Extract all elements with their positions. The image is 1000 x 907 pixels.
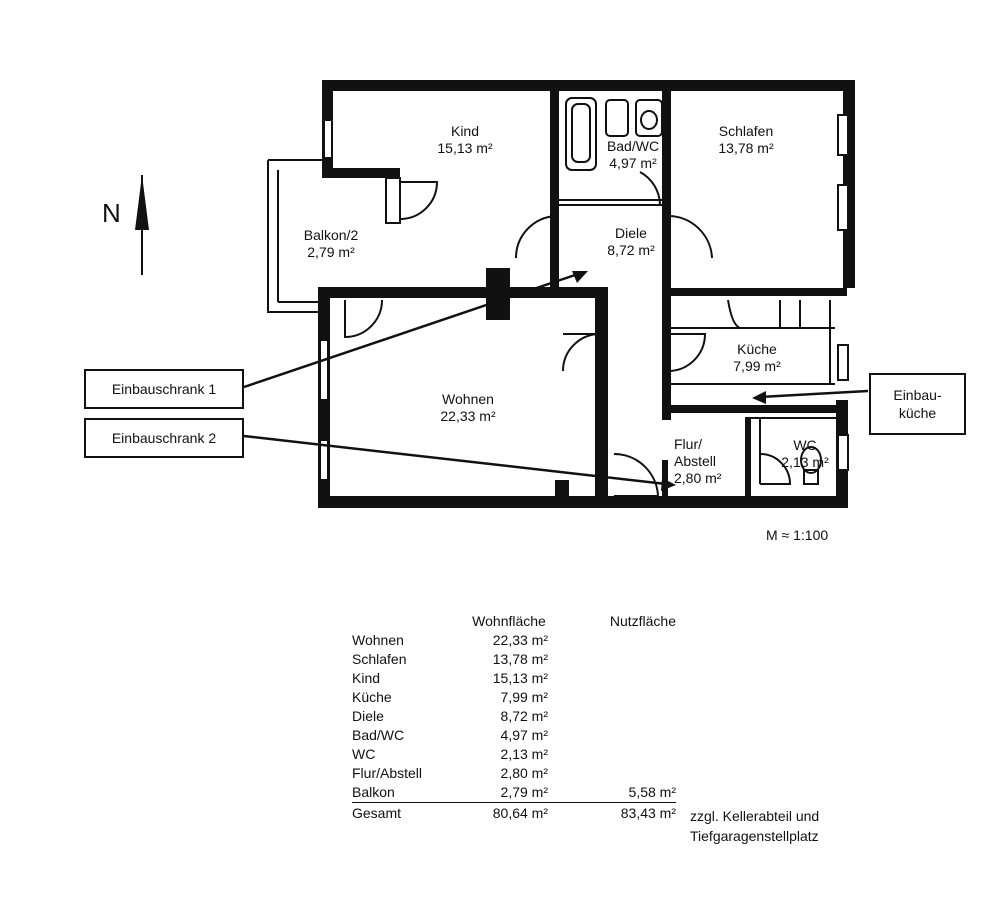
table-note: zzgl. Kellerabteil und Tiefgaragenstellp… [690, 806, 819, 846]
wohnflaeche-cell: 4,97 m² [500, 727, 548, 743]
wohnflaeche-cell: 22,33 m² [492, 632, 548, 648]
room-cell: Wohnen [352, 632, 404, 648]
wohnflaeche-cell: 13,78 m² [492, 651, 548, 667]
nutzflaeche-cell [548, 631, 676, 650]
interior-lines [267, 159, 840, 484]
walls [318, 80, 855, 508]
room-name: Kind [450, 123, 480, 139]
room-cell: Bad/WC [352, 727, 405, 743]
table-row: Küche 7,99 m² [352, 688, 676, 707]
callout-text-line2: küche [898, 405, 937, 421]
nutzflaeche-cell [548, 707, 676, 726]
table-row: Flur/Abstell 2,80 m² [352, 764, 676, 783]
room-label-wc: WC 2,13 m² [770, 437, 840, 471]
north-arrow-icon: N [102, 175, 149, 275]
note-line-1: zzgl. Kellerabteil und [690, 808, 820, 824]
room-cell: Balkon [352, 783, 470, 803]
room-name: Schlafen [718, 123, 774, 139]
callout-text: Einbauschrank 1 [111, 381, 217, 397]
nutzflaeche-cell [548, 688, 676, 707]
doors [344, 171, 792, 497]
nutzflaeche-cell [548, 669, 676, 688]
room-cell: WC [352, 746, 376, 762]
room-label-diele: Diele 8,72 m² [596, 225, 666, 259]
room-label-kind: Kind 15,13 m² [430, 123, 500, 157]
note-line-2: Tiefgaragenstellplatz [690, 828, 819, 844]
room-name: Flur/ Abstell [674, 436, 717, 469]
nutzflaeche-cell [548, 745, 676, 764]
table-row: WC 2,13 m² [352, 745, 676, 764]
table-row: Balkon 2,79 m² 5,58 m² [352, 783, 676, 803]
floor-plan: N [102, 80, 869, 508]
nutzflaeche-cell [548, 764, 676, 783]
nutzflaeche-cell [548, 726, 676, 745]
wohnflaeche-cell: 8,72 m² [500, 708, 548, 724]
room-area: 2,80 m² [674, 470, 722, 486]
room-label-flur: Flur/ Abstell 2,80 m² [674, 436, 744, 487]
wohnflaeche-cell: 15,13 m² [492, 670, 548, 686]
callout-text: Einbauschrank 2 [111, 430, 217, 446]
room-label-schlafen: Schlafen 13,78 m² [706, 123, 786, 157]
room-area: 2,13 m² [781, 454, 829, 470]
callout-text-line1: Einbau- [893, 387, 942, 403]
north-label: N [102, 198, 121, 228]
wohnflaeche-cell: 2,13 m² [500, 746, 548, 762]
table-header-row: Wohnfläche Nutzfläche [352, 612, 676, 631]
room-name: Balkon/2 [303, 227, 359, 243]
room-name: Küche [737, 341, 777, 357]
room-area: 13,78 m² [718, 140, 774, 156]
room-name: Diele [615, 225, 647, 241]
total-label: Gesamt [352, 805, 402, 821]
total-wohnflaeche: 80,64 m² [492, 805, 548, 821]
room-cell: Küche [352, 689, 392, 705]
header-wohnflaeche: Wohnfläche [472, 613, 546, 629]
room-area: 15,13 m² [437, 140, 493, 156]
room-label-balkon: Balkon/2 2,79 m² [294, 227, 368, 261]
room-cell: Diele [352, 708, 384, 724]
table-row: Bad/WC 4,97 m² [352, 726, 676, 745]
table-row: Kind 15,13 m² [352, 669, 676, 688]
room-area: 2,79 m² [307, 244, 355, 260]
area-table: Wohnfläche Nutzfläche Wohnen 22,33 m² Sc… [352, 612, 676, 823]
wohnflaeche-cell: 7,99 m² [500, 689, 548, 705]
room-area: 22,33 m² [440, 408, 496, 424]
room-cell: Flur/Abstell [352, 765, 423, 781]
room-cell: Kind [352, 670, 381, 686]
table-total-row: Gesamt 80,64 m² 83,43 m² [352, 803, 676, 824]
room-cell: Schlafen [352, 651, 407, 667]
room-name: WC [793, 437, 817, 453]
wohnflaeche-cell: 2,80 m² [500, 765, 548, 781]
room-label-kueche: Küche 7,99 m² [722, 341, 792, 375]
room-name: Wohnen [442, 391, 494, 407]
table-row: Diele 8,72 m² [352, 707, 676, 726]
table-row: Schlafen 13,78 m² [352, 650, 676, 669]
nutzflaeche-cell [548, 650, 676, 669]
nutzflaeche-cell: 5,58 m² [548, 783, 676, 803]
room-name: Bad/WC [606, 138, 660, 154]
header-nutzflaeche: Nutzfläche [609, 613, 676, 629]
callout-lines [243, 272, 869, 486]
callout-einbauschrank-1: Einbauschrank 1 [84, 369, 244, 409]
room-label-wohnen: Wohnen 22,33 m² [426, 391, 510, 425]
scale-label: M ≈ 1:100 [766, 527, 829, 543]
callout-einbaukueche: Einbau- küche [869, 373, 966, 435]
room-area: 7,99 m² [733, 358, 781, 374]
room-label-bad: Bad/WC 4,97 m² [598, 138, 668, 172]
room-area: 8,72 m² [607, 242, 655, 258]
table-row: Wohnen 22,33 m² [352, 631, 676, 650]
callout-arrowheads [572, 271, 766, 491]
room-area: 4,97 m² [609, 155, 657, 171]
windows [319, 114, 849, 481]
total-nutzflaeche: 83,43 m² [620, 805, 676, 821]
header-cell [352, 612, 470, 631]
wohnflaeche-cell: 2,79 m² [470, 783, 548, 803]
sanitary-fixtures [565, 97, 822, 485]
callout-einbauschrank-2: Einbauschrank 2 [84, 418, 244, 458]
